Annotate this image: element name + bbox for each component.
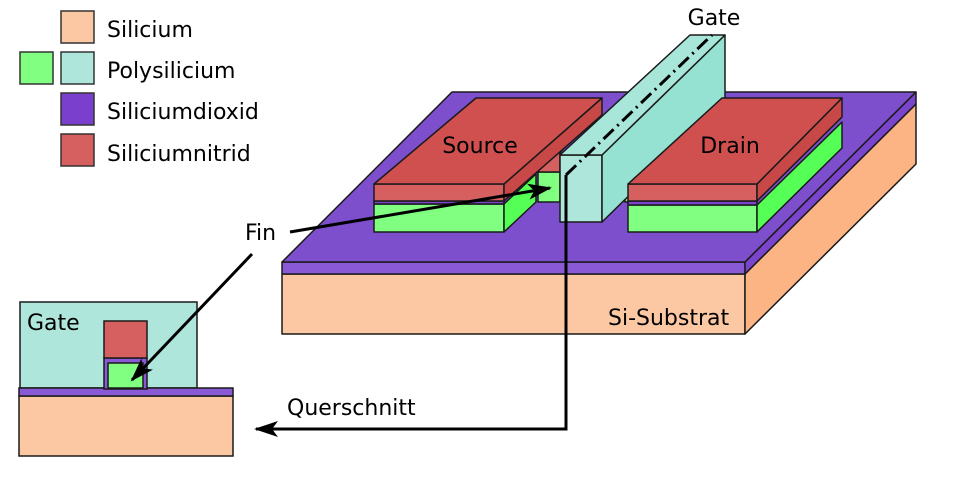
cross-substrate <box>18 395 234 457</box>
legend-swatch-polysilicium <box>60 51 95 85</box>
fin-arrow-cross <box>130 252 254 382</box>
legend-swatch-siliciumdioxid <box>60 92 95 126</box>
annotations: Fin Querschnitt <box>130 175 568 437</box>
gate-block: Gate <box>559 6 741 223</box>
cross-section: Gate <box>18 301 234 457</box>
cross-nitride <box>103 320 148 359</box>
source-block: Source <box>373 97 603 233</box>
substrate-label: Si-Substrat <box>608 306 730 331</box>
drain-block: Drain <box>627 97 843 233</box>
legend-swatch-fin-silicon <box>19 51 54 85</box>
legend-item-polysilicium: Polysilicium <box>19 51 235 85</box>
legend-item-siliciumdioxid: Siliciumdioxid <box>60 92 259 126</box>
drain-nitride-front <box>627 183 758 202</box>
drain-fin-side <box>756 121 843 233</box>
legend: Silicium Polysilicium Siliciumdioxid Sil… <box>19 10 259 167</box>
source-label: Source <box>442 134 518 159</box>
legend-label-siliciumnitrid: Siliciumnitrid <box>107 142 251 167</box>
source-nitride-top <box>373 97 603 185</box>
drain-fin-front <box>627 204 758 233</box>
legend-label-silicium: Silicium <box>107 18 193 43</box>
legend-item-siliciumnitrid: Siliciumnitrid <box>60 133 251 167</box>
fin-arrow-3d <box>289 183 552 234</box>
cross-gate-label: Gate <box>27 311 80 336</box>
cut-line <box>564 33 714 177</box>
oxide-front <box>281 261 746 275</box>
cross-section-arrow <box>254 175 568 437</box>
gate-label-top: Gate <box>688 6 741 31</box>
legend-swatch-siliciumnitrid <box>60 133 95 167</box>
drain-label: Drain <box>700 134 760 159</box>
cross-section-label: Querschnitt <box>287 396 416 421</box>
legend-item-silicium: Silicium <box>60 10 193 44</box>
legend-label-polysilicium: Polysilicium <box>107 59 235 84</box>
finfet-3d: Source Gate Drain Si-Substrat <box>281 6 917 335</box>
legend-swatch-silicium <box>60 10 95 44</box>
drain-nitride-top <box>627 97 843 185</box>
legend-label-siliciumdioxid: Siliciumdioxid <box>107 100 259 125</box>
fin-label: Fin <box>245 221 276 246</box>
